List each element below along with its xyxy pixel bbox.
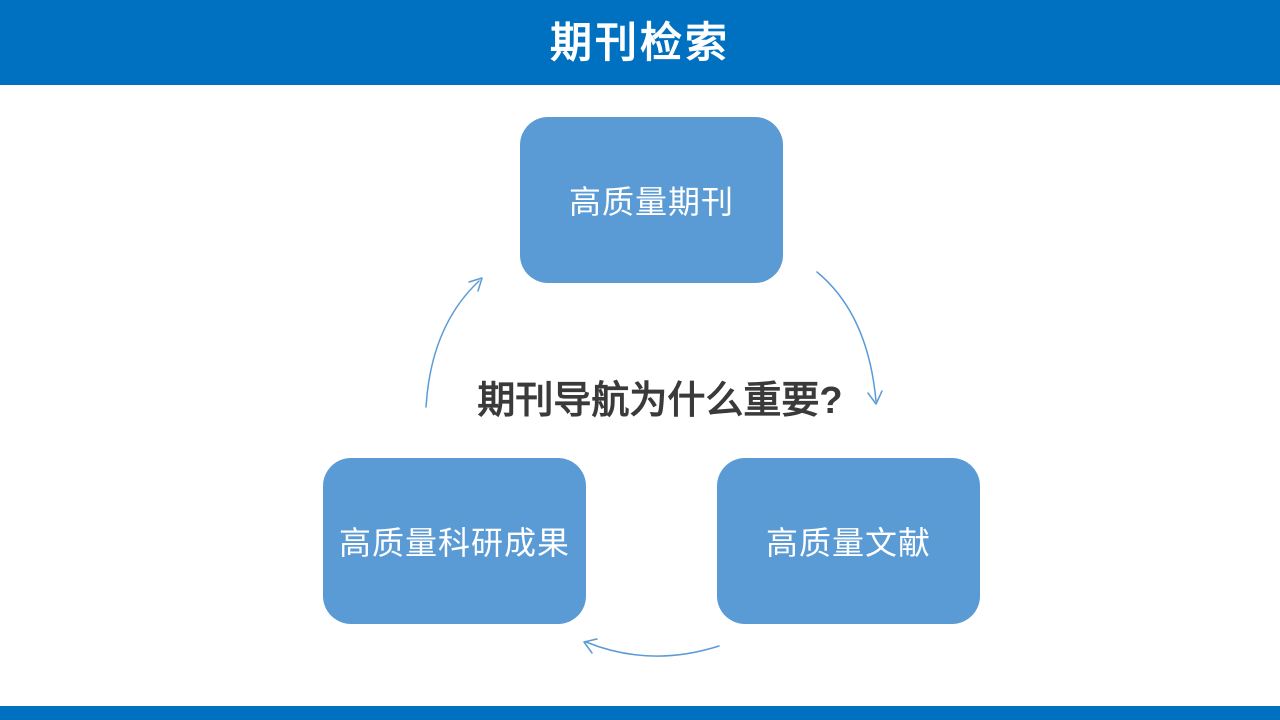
arrow-right-to-left-icon — [583, 638, 720, 657]
node-quality-research-results: 高质量科研成果 — [323, 458, 586, 624]
slide-footer — [0, 706, 1280, 720]
center-question: 期刊导航为什么重要? — [477, 380, 843, 422]
node-quality-literature: 高质量文献 — [717, 458, 980, 624]
arrow-left-to-top-icon — [425, 277, 483, 408]
page-title: 期刊检索 — [549, 18, 730, 66]
node-label: 高质量科研成果 — [338, 525, 570, 561]
slide-header: 期刊检索 — [0, 0, 1280, 85]
node-label: 高质量文献 — [765, 525, 931, 561]
node-label: 高质量期刊 — [568, 184, 734, 220]
node-quality-journal: 高质量期刊 — [520, 117, 783, 283]
